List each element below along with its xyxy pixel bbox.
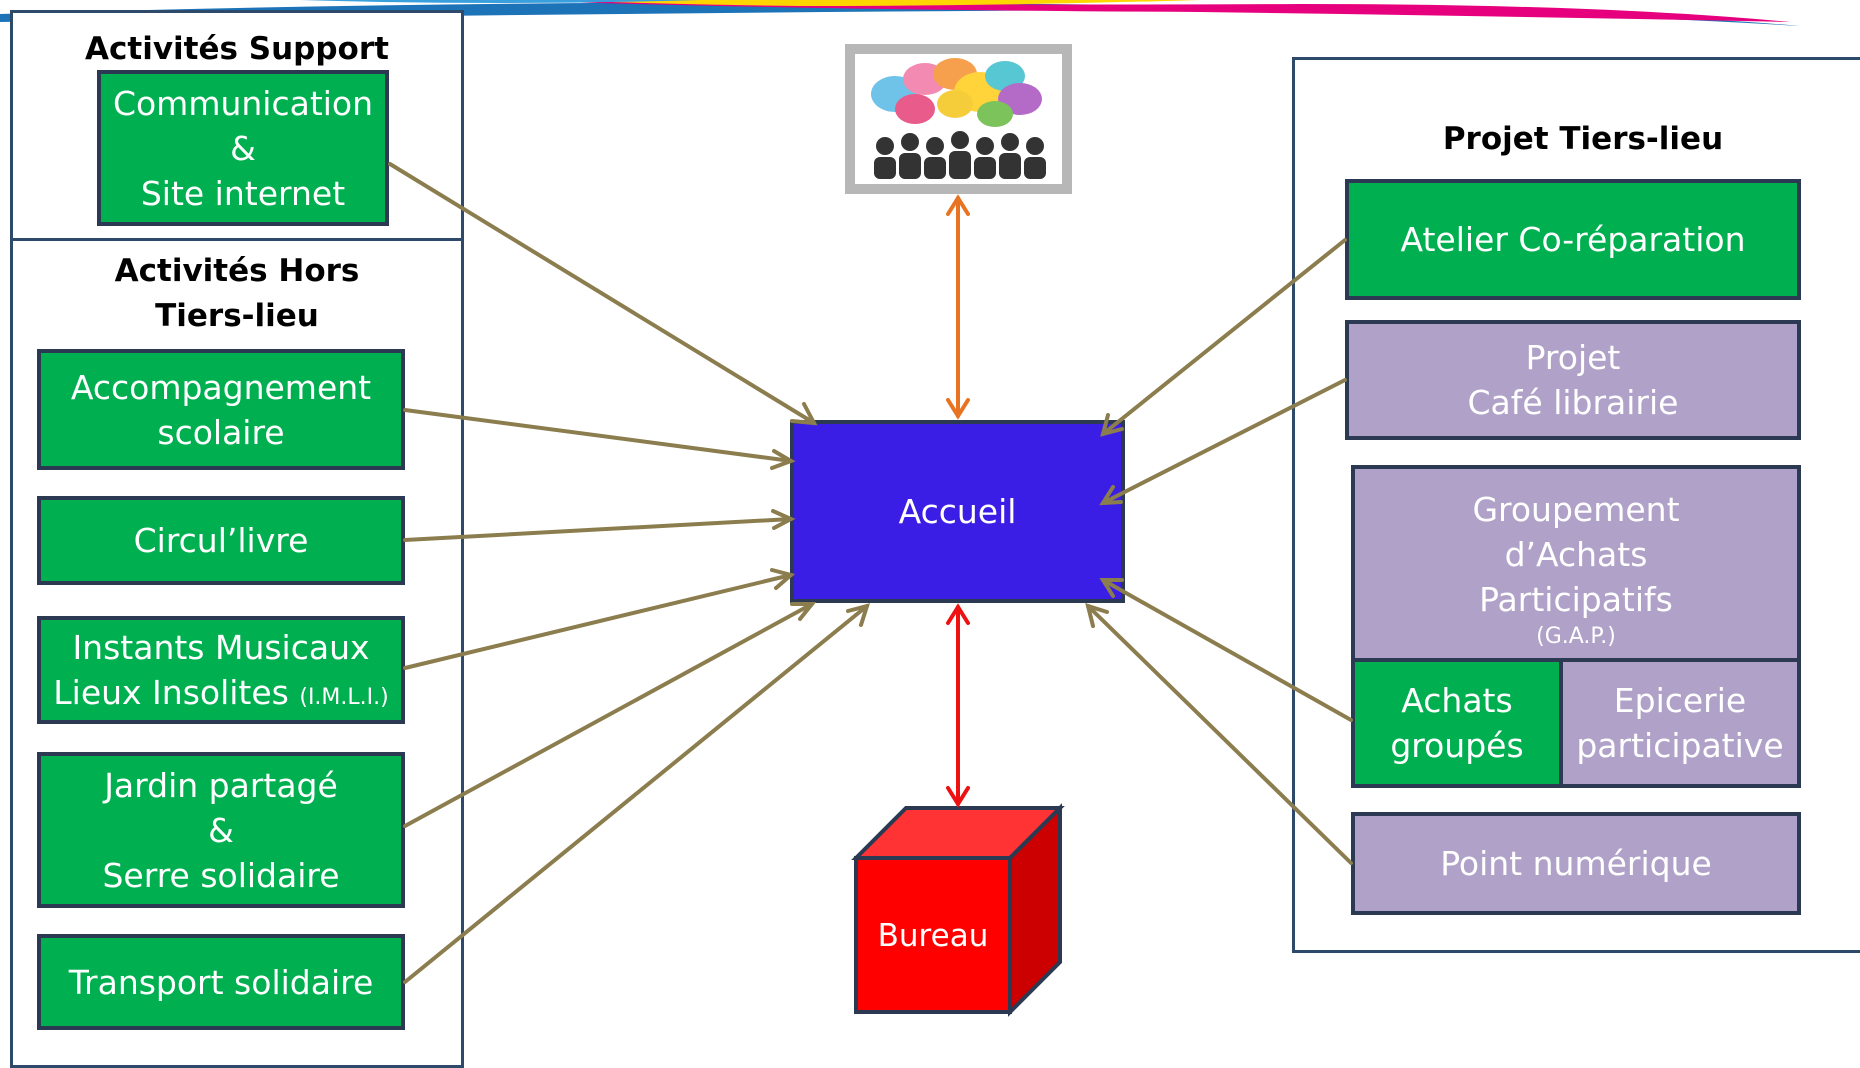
arrow-numerique (1086, 604, 1353, 865)
arrowhead-cafe (1099, 485, 1123, 506)
atelier-box[interactable]: Atelier Co-réparation (1345, 179, 1801, 300)
transport-box[interactable]: Transport solidaire (37, 934, 405, 1030)
jardin-box[interactable]: Jardin partagé & Serre solidaire (37, 752, 405, 908)
point-numerique-label: Point numérique (1440, 844, 1712, 883)
arrowhead-communication (790, 402, 818, 426)
communication-line2: & (230, 128, 256, 168)
arrowhead-community-bottom (946, 398, 970, 420)
cafe-line2: Café librairie (1467, 383, 1679, 422)
tiers-lieu-project-title: Projet Tiers-lieu (1442, 121, 1724, 157)
instants-line2-row: Lieux Insolites (I.M.L.I.) (53, 670, 388, 715)
arrow-communication (388, 162, 816, 425)
arrowhead-transport (846, 603, 870, 627)
arrowhead-bureau-top (946, 603, 970, 625)
arrowhead-numerique (1085, 603, 1109, 628)
instants-musicaux-box[interactable]: Instants Musicaux Lieux Insolites (I.M.L… (37, 616, 405, 724)
instants-abbr: (I.M.L.I.) (299, 685, 389, 710)
communication-line3: Site internet (140, 173, 346, 213)
achats-line1: Achats (1401, 681, 1513, 720)
arrowhead-achats (1099, 578, 1124, 598)
people-speech-bubbles-icon (855, 54, 1062, 184)
instants-line2: Lieux Insolites (53, 673, 289, 712)
off-site-activities-title-line2: Tiers-lieu (155, 298, 319, 334)
off-site-activities-title-line1: Activités Hors (114, 253, 360, 289)
arrowhead-jardin (790, 602, 817, 621)
bureau-cube[interactable]: Bureau (850, 800, 1070, 1020)
arrow-circul-livre (403, 517, 793, 542)
support-activities-title: Activités Support (85, 31, 389, 67)
jardin-line1: Jardin partagé (104, 765, 338, 805)
accompagnement-line2: scolaire (157, 412, 285, 452)
point-numerique-box[interactable]: Point numérique (1351, 812, 1801, 915)
arrowhead-accompagnement (770, 449, 796, 470)
circul-livre-label: Circul’livre (133, 521, 309, 560)
bureau-label: Bureau (878, 918, 989, 954)
circul-livre-box[interactable]: Circul’livre (37, 496, 405, 585)
achats-groupes-box[interactable]: Achats groupés (1351, 658, 1563, 788)
communication-line1: Communication (112, 83, 374, 123)
accompagnement-line1: Accompagnement (70, 367, 372, 407)
gap-line2: d’Achats (1504, 535, 1648, 574)
arrowhead-bureau-bottom (946, 786, 970, 808)
epicerie-line1: Epicerie (1613, 681, 1747, 720)
arrowhead-community-top (946, 194, 970, 216)
arrow-jardin (403, 602, 814, 828)
communication-box[interactable]: Communication & Site internet (97, 70, 389, 226)
accueil-box[interactable]: Accueil (790, 420, 1125, 603)
epicerie-box[interactable]: Epicerie participative (1559, 658, 1801, 788)
arrow-accompagnement (403, 408, 793, 463)
arrowhead-circul (771, 509, 796, 530)
arrow-cafe (1101, 378, 1347, 505)
arrow-achats (1101, 578, 1353, 722)
atelier-label: Atelier Co-réparation (1400, 220, 1746, 259)
arrowhead-instants (770, 568, 796, 590)
arrow-instants (403, 573, 793, 670)
instants-line1: Instants Musicaux (72, 628, 370, 667)
cafe-line1: Projet (1525, 338, 1621, 377)
arrowhead-atelier (1100, 413, 1124, 437)
community-image (845, 44, 1072, 194)
achats-line2: groupés (1390, 726, 1524, 765)
gap-abbr: (G.A.P.) (1536, 624, 1616, 649)
accompagnement-box[interactable]: Accompagnement scolaire (37, 349, 405, 470)
epicerie-line2: participative (1576, 726, 1784, 765)
accueil-label: Accueil (898, 492, 1017, 531)
jardin-line3: Serre solidaire (102, 855, 340, 895)
cafe-librairie-box[interactable]: Projet Café librairie (1345, 320, 1801, 440)
jardin-line2: & (208, 810, 234, 850)
gap-line3: Participatifs (1479, 580, 1673, 619)
arrow-atelier (1101, 238, 1347, 436)
gap-line1: Groupement (1472, 490, 1680, 529)
transport-label: Transport solidaire (68, 962, 374, 1002)
top-swoosh-banner (0, 0, 1800, 26)
arrow-transport (403, 604, 869, 984)
